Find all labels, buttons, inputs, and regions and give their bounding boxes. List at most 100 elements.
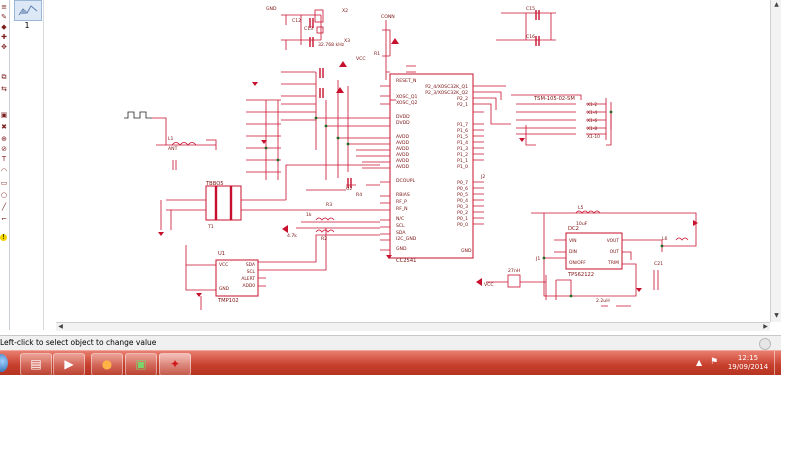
- erc-tool-icon[interactable]: !: [0, 234, 7, 241]
- action-center-flag-icon[interactable]: ⚑: [710, 357, 719, 367]
- scroll-left-icon[interactable]: ◀: [58, 323, 63, 330]
- scroll-up-icon[interactable]: ▲: [774, 1, 779, 8]
- label-tool-icon[interactable]: ⌐: [1, 215, 7, 223]
- ic-right-pin-label[interactable]: P1_1: [457, 158, 468, 164]
- connector-pin-label[interactable]: X1-2: [587, 102, 597, 108]
- dcdc-pin-label[interactable]: DIN: [569, 249, 577, 255]
- ic-left-pin-label[interactable]: AVDD: [396, 134, 410, 140]
- connector-pin-label[interactable]: X1-10: [587, 134, 600, 140]
- top-part-label[interactable]: C15: [526, 6, 535, 12]
- add-tool-icon[interactable]: ⊕: [1, 135, 7, 143]
- dcdc-part-label[interactable]: TPS62122: [567, 272, 594, 278]
- ic-left-pin-label[interactable]: RBIAS: [396, 192, 410, 198]
- ic-right-pin-label[interactable]: P1_3: [457, 146, 468, 152]
- ic-left-pin-label[interactable]: N/C: [396, 216, 404, 222]
- layer-tool-icon[interactable]: ◆: [1, 23, 7, 31]
- sensor-pin-label[interactable]: VCC: [219, 262, 228, 268]
- ic-right-pin-label[interactable]: P1_5: [457, 134, 468, 140]
- ic-right-pin-label[interactable]: P1_6: [457, 128, 468, 134]
- balun-label[interactable]: TBBO5: [205, 181, 224, 187]
- show-tool-icon[interactable]: ✎: [1, 13, 7, 21]
- misc-label[interactable]: L1: [168, 136, 174, 142]
- sensor-part-label[interactable]: TMP102: [217, 298, 239, 304]
- ic-right-pin-label[interactable]: P1_4: [457, 140, 468, 146]
- top-part-label[interactable]: CONN: [381, 14, 395, 20]
- misc-label[interactable]: R2: [321, 236, 327, 242]
- misc-label[interactable]: J2: [480, 174, 485, 180]
- ic-left-pin-label[interactable]: GND: [396, 246, 407, 252]
- connector-pin-label[interactable]: X1-8: [587, 126, 597, 132]
- taskbar-eagle-button[interactable]: ✦: [159, 353, 191, 375]
- misc-label[interactable]: 1k: [306, 212, 312, 218]
- top-part-label[interactable]: X2: [342, 8, 348, 14]
- misc-label[interactable]: C21: [654, 261, 663, 267]
- ic-left-pin-label[interactable]: DVDD: [396, 120, 410, 126]
- misc-label[interactable]: 4.7k: [287, 233, 297, 239]
- taskbar-firefox-button[interactable]: ●: [91, 353, 123, 375]
- sensor-pin-label[interactable]: ADD0: [242, 283, 255, 289]
- move-tool-icon[interactable]: ✥: [1, 43, 7, 51]
- sensor-pin-label[interactable]: GND: [219, 286, 230, 292]
- misc-label[interactable]: T1: [207, 224, 214, 230]
- ic-left-pin-label[interactable]: RF_P: [396, 199, 407, 205]
- ic-left-pin-label[interactable]: RESET_N: [396, 78, 416, 84]
- info-tool-icon[interactable]: ≡: [1, 3, 7, 11]
- scroll-right-icon[interactable]: ▶: [763, 323, 768, 330]
- misc-label[interactable]: VCC: [484, 282, 494, 288]
- mirror-tool-icon[interactable]: ⇆: [1, 85, 7, 93]
- misc-label[interactable]: L5: [578, 205, 584, 211]
- top-part-label[interactable]: GND: [266, 6, 277, 12]
- circle-tool-icon[interactable]: ○: [0, 191, 8, 199]
- misc-label[interactable]: 2.2uH: [596, 298, 610, 304]
- scroll-down-icon[interactable]: ▼: [774, 312, 779, 319]
- ic-right-pin-label[interactable]: P0_2: [457, 210, 468, 216]
- wire-tool-icon[interactable]: ╱: [1, 203, 7, 211]
- ic-left-pin-label[interactable]: AVDD: [396, 158, 410, 164]
- vertical-scrollbar[interactable]: ▲ ▼: [770, 0, 781, 322]
- show-desktop-button[interactable]: [774, 351, 781, 375]
- ic-left-pin-label[interactable]: SDA: [396, 230, 406, 236]
- dcdc-ref-label[interactable]: DC2: [568, 226, 579, 232]
- dcdc-pin-label[interactable]: VIN: [569, 238, 577, 244]
- taskbar-image-button[interactable]: ▣: [125, 353, 157, 375]
- misc-label[interactable]: R4: [356, 192, 362, 198]
- top-part-label[interactable]: C16: [526, 34, 535, 40]
- rect-tool-icon[interactable]: ▭: [0, 179, 8, 187]
- group-tool-icon[interactable]: ▣: [0, 111, 8, 119]
- ic-right-pin-label[interactable]: P0_0: [457, 222, 468, 228]
- misc-label[interactable]: J1: [535, 256, 540, 262]
- top-part-label[interactable]: X3: [344, 38, 350, 44]
- copy-tool-icon[interactable]: ⧉: [1, 73, 7, 81]
- ic-right-pin-label[interactable]: P1_2: [457, 152, 468, 158]
- horizontal-scrollbar[interactable]: ◀ ▶: [56, 322, 770, 331]
- dcdc-pin-label[interactable]: ON/OFF: [569, 260, 586, 266]
- misc-label[interactable]: GND: [461, 248, 472, 254]
- ic-right-pin-label[interactable]: P0_3: [457, 204, 468, 210]
- ic-left-pin-label[interactable]: XOSC_Q2: [396, 100, 418, 106]
- ic-right-pin-label[interactable]: P1_7: [457, 122, 468, 128]
- ic-right-pin-label[interactable]: P0_1: [457, 216, 468, 222]
- top-part-label[interactable]: C12: [292, 18, 301, 24]
- sensor-pin-label[interactable]: SCL: [247, 269, 256, 275]
- tray-expand-icon[interactable]: ▲: [696, 358, 703, 367]
- ic-left-pin-label[interactable]: SCL: [396, 223, 405, 229]
- arc-tool-icon[interactable]: ◠: [0, 167, 8, 175]
- misc-label[interactable]: ANT: [168, 146, 178, 152]
- start-button-icon[interactable]: [0, 354, 8, 372]
- ic-right-pin-label[interactable]: P2_3/XOSC32K_Q2: [425, 90, 468, 96]
- ic-left-pin-label[interactable]: XOSC_Q1: [396, 94, 418, 100]
- ic-left-pin-label[interactable]: RF_N: [396, 206, 408, 212]
- ic-right-pin-label[interactable]: P1_0: [457, 164, 468, 170]
- replace-tool-icon[interactable]: ⊘: [1, 145, 7, 153]
- text-tool-icon[interactable]: T: [1, 155, 7, 163]
- ic-left-pin-label[interactable]: DVDD: [396, 114, 410, 120]
- misc-label[interactable]: R1: [374, 51, 380, 57]
- taskbar-media-button[interactable]: ▶: [53, 353, 85, 375]
- connector-pin-label[interactable]: X1-6: [587, 118, 597, 124]
- ic-left-pin-label[interactable]: AVDD: [396, 140, 410, 146]
- connector-pin-label[interactable]: X1-4: [587, 110, 597, 116]
- ic-left-pin-label[interactable]: AVDD: [396, 164, 410, 170]
- top-part-label[interactable]: VCC: [356, 56, 366, 62]
- connector-label[interactable]: TSM-105-02-SM: [533, 96, 575, 102]
